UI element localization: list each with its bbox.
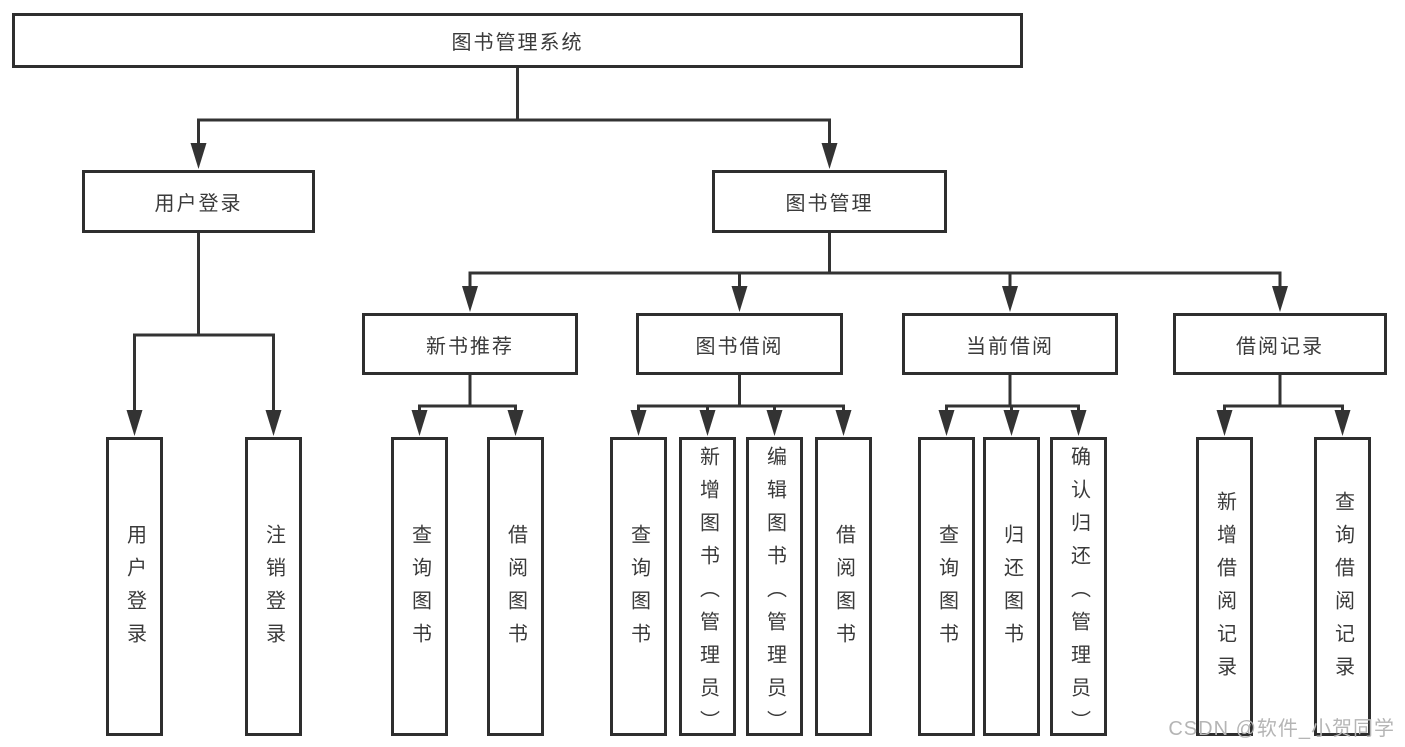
node-borrow-records: 借阅记录: [1173, 313, 1387, 375]
leaf-recommend-query-books: 查询图书: [391, 437, 448, 736]
arrowhead-icon: [821, 143, 838, 169]
arrowhead-icon: [462, 286, 478, 312]
arrowhead-icon: [411, 410, 428, 436]
arrowhead-icon: [1070, 410, 1087, 436]
leaf-current-query-books: 查询图书: [918, 437, 975, 736]
arrowhead-icon: [1334, 410, 1351, 436]
arrowhead-icon: [190, 143, 207, 169]
leaf-records-add-borrow-record: 新增借阅记录: [1196, 437, 1253, 736]
connector-current-borrow-children: [938, 375, 1087, 436]
connector-new-book-rec-children: [411, 375, 524, 436]
leaf-logout-login: 注销登录: [245, 437, 302, 736]
arrowhead-icon: [835, 410, 852, 436]
leaf-recommend-borrow-books: 借阅图书: [487, 437, 544, 736]
leaf-current-confirm-return-admin: 确认归还（管理员）: [1050, 437, 1107, 743]
node-root: 图书管理系统: [12, 13, 1023, 68]
arrowhead-icon: [938, 410, 955, 436]
node-new-book-recommend: 新书推荐: [362, 313, 578, 375]
leaf-user-login: 用户登录: [106, 437, 163, 736]
node-book-borrow: 图书借阅: [636, 313, 843, 375]
leaf-records-query-borrow-record: 查询借阅记录: [1314, 437, 1371, 736]
node-user-login: 用户登录: [82, 170, 315, 233]
node-current-borrow: 当前借阅: [902, 313, 1118, 375]
node-book-management: 图书管理: [712, 170, 947, 233]
arrowhead-icon: [630, 410, 647, 436]
leaf-borrow-edit-books-admin: 编辑图书（管理员）: [746, 437, 803, 743]
arrowhead-icon: [1002, 286, 1018, 312]
arrowhead-icon: [126, 410, 143, 436]
arrowhead-icon: [1216, 410, 1233, 436]
csdn-watermark: CSDN @软件_小贺同学: [1168, 718, 1395, 740]
arrowhead-icon: [699, 410, 716, 436]
arrowhead-icon: [1272, 286, 1288, 312]
connector-user-login-children: [126, 233, 282, 436]
connector-root-to-level2: [190, 68, 838, 169]
arrowhead-icon: [766, 410, 783, 436]
connector-book-mgmt-children: [462, 233, 1288, 312]
leaf-borrow-borrow-books: 借阅图书: [815, 437, 872, 736]
leaf-borrow-query-books: 查询图书: [610, 437, 667, 736]
leaf-current-return-books: 归还图书: [983, 437, 1040, 736]
leaf-borrow-add-books-admin: 新增图书（管理员）: [679, 437, 736, 743]
arrowhead-icon: [731, 286, 748, 312]
arrowhead-icon: [1003, 410, 1020, 436]
arrowhead-icon: [507, 410, 524, 436]
connector-book-borrow-children: [630, 375, 852, 436]
connector-borrow-records-children: [1216, 375, 1351, 436]
arrowhead-icon: [265, 410, 282, 436]
